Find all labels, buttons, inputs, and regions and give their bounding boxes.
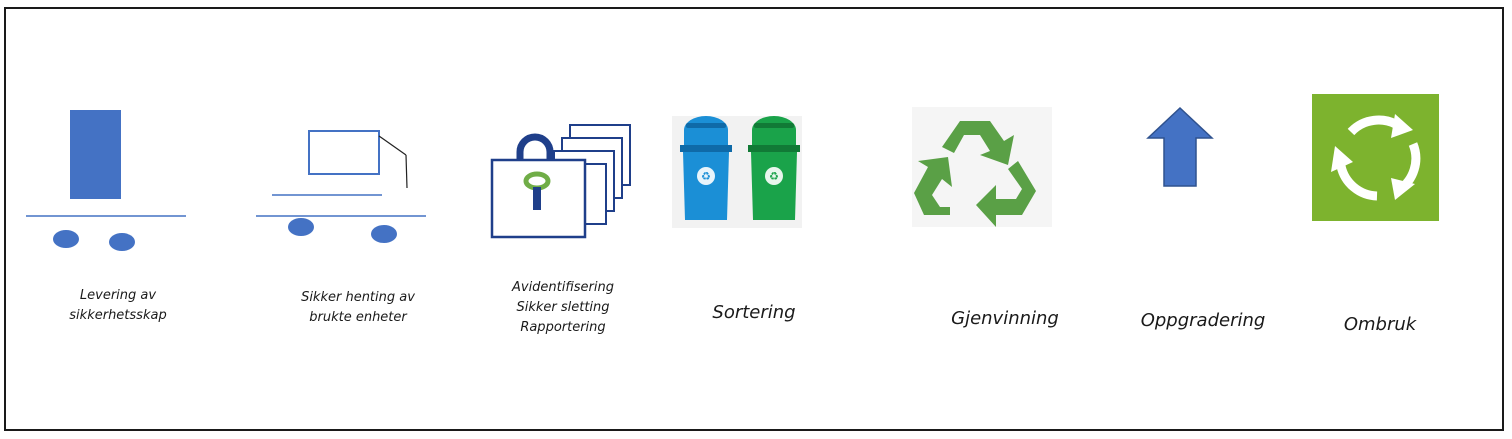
step-label-delivery: Levering av sikkerhetsskap [69, 288, 167, 323]
step-label-pickup: Sikker henting av brukte enheter [301, 290, 415, 325]
recycling-bins-icon: ♻ ♻ [672, 116, 802, 228]
truck-pickup-icon [256, 130, 426, 243]
step-label-reuse: Ombruk [1343, 314, 1417, 335]
step-label-erasure: Avidentifisering Sikker sletting Rapport… [511, 280, 614, 335]
step-label-recycling: Gjenvinning [951, 308, 1059, 329]
cabinet-delivery-icon [26, 110, 186, 251]
svg-text:♻: ♻ [701, 170, 711, 183]
up-arrow-icon [1146, 106, 1214, 187]
step-label-upgrading: Oppgradering [1140, 310, 1266, 331]
svg-text:♻: ♻ [769, 170, 779, 183]
reuse-circle-icon [1312, 94, 1439, 221]
recycle-icon [912, 107, 1052, 227]
secure-documents-lock-icon [490, 124, 631, 239]
step-label-sorting: Sortering [712, 302, 796, 323]
